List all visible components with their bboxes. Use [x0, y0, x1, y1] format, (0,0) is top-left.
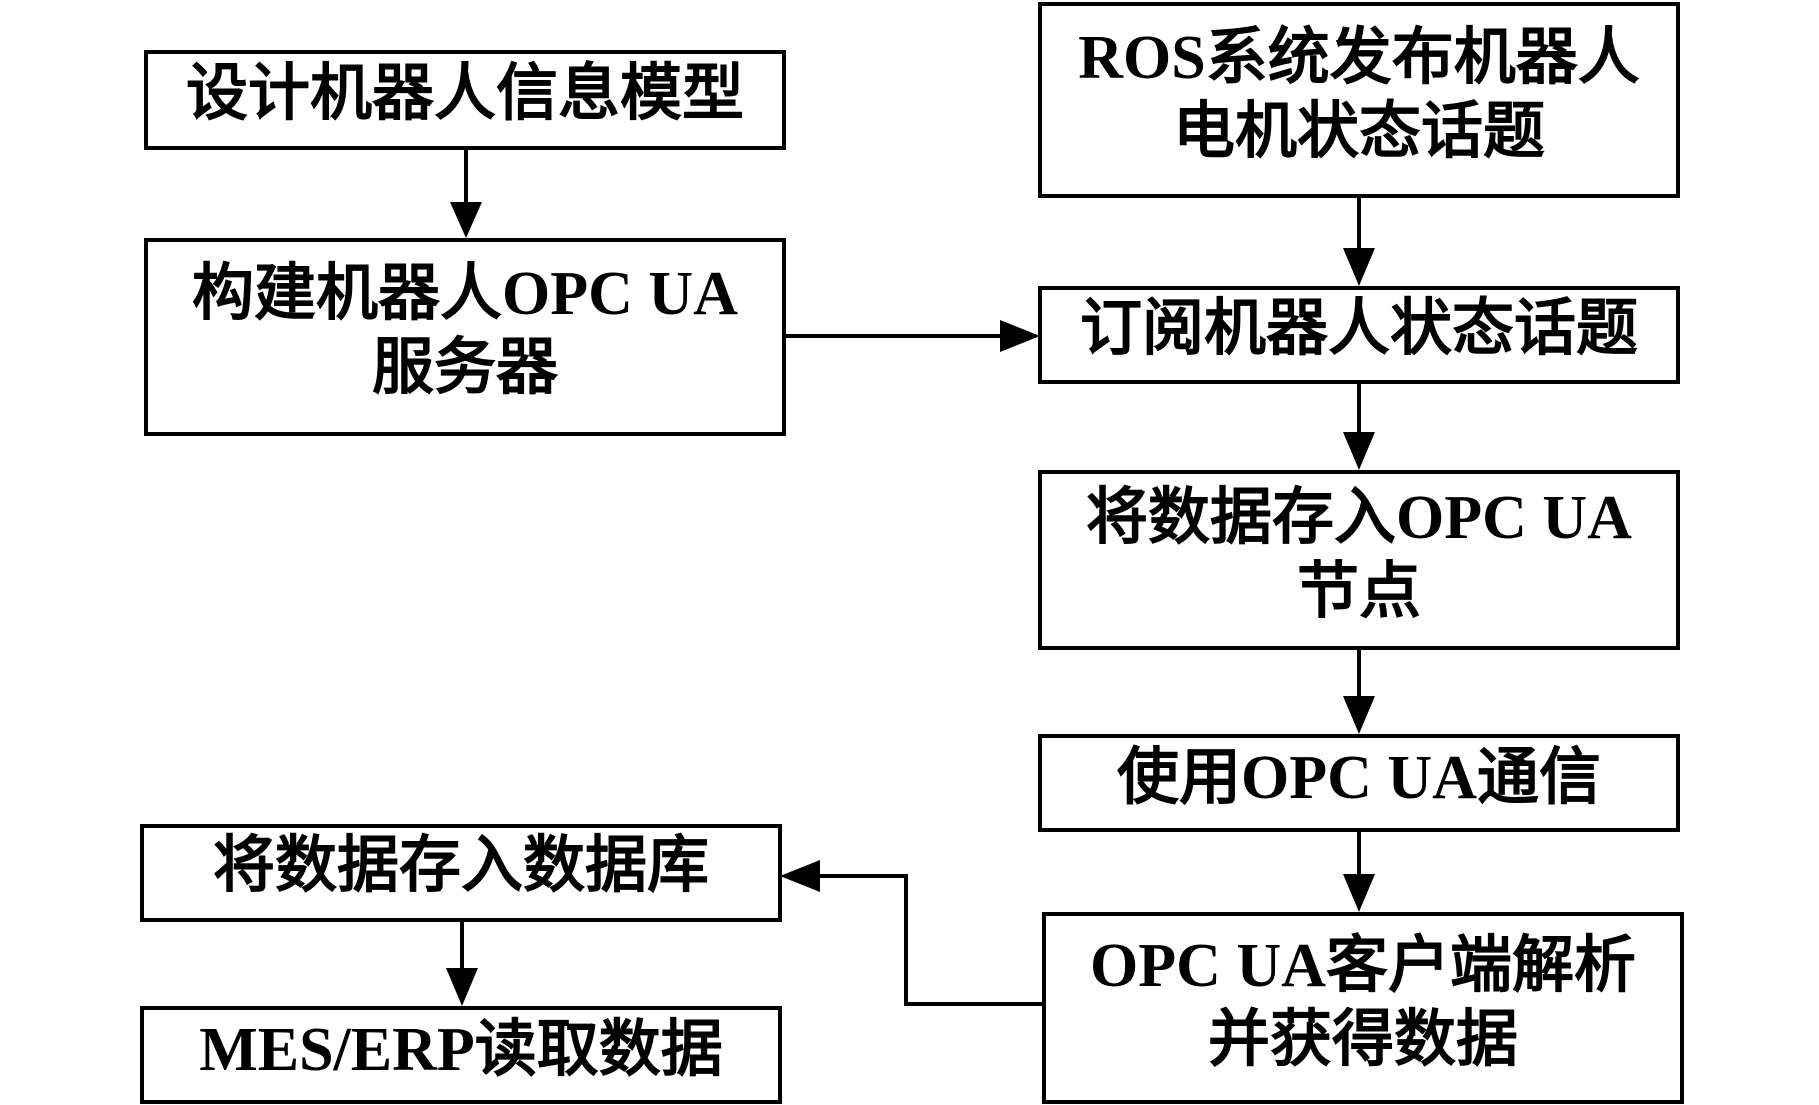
node-build-server: 构建机器人OPC UA 服务器 — [144, 238, 786, 436]
arrowhead-subscribe-top — [1343, 248, 1375, 286]
node-label-line: 使用OPC UA通信 — [1117, 743, 1601, 812]
node-design-model: 设计机器人信息模型 — [144, 50, 786, 150]
node-box — [140, 824, 782, 922]
node-label-line: 电机状态话题 — [1173, 97, 1545, 166]
node-client-parse: OPC UA客户端解析 并获得数据 — [1042, 912, 1684, 1104]
node-subscribe: 订阅机器人状态话题 — [1038, 286, 1680, 384]
arrowhead-mes-read — [446, 968, 478, 1006]
node-label-line: 订阅机器人状态话题 — [1080, 294, 1638, 363]
node-box — [1038, 2, 1680, 198]
node-store-db: 将数据存入数据库 — [140, 824, 782, 922]
node-label-line: 构建机器人OPC UA — [192, 259, 738, 328]
node-label-line: MES/ERP读取数据 — [199, 1016, 723, 1084]
node-box — [1038, 470, 1680, 650]
node-label-line: 服务器 — [372, 334, 559, 402]
node-store-node: 将数据存入OPC UA 节点 — [1038, 470, 1680, 650]
node-box — [1038, 286, 1680, 384]
node-box — [1038, 734, 1680, 832]
node-label-line: 并获得数据 — [1208, 1005, 1518, 1074]
connectors — [446, 148, 1375, 1006]
node-box — [144, 238, 786, 436]
arrowhead-store-node — [1343, 432, 1375, 470]
node-label-line: ROS系统发布机器人 — [1078, 23, 1639, 92]
edge-client-parse-to-store-db — [814, 874, 1044, 1006]
node-ros-publish: ROS系统发布机器人 电机状态话题 — [1038, 2, 1680, 198]
arrowhead-opcua-comm — [1343, 696, 1375, 734]
node-label-line: 节点 — [1297, 558, 1421, 626]
node-box — [140, 1006, 782, 1104]
arrowhead-store-db — [780, 860, 820, 892]
node-label-line: 将数据存入数据库 — [213, 831, 709, 900]
node-label-line: 设计机器人信息模型 — [186, 59, 744, 128]
node-box — [144, 50, 786, 150]
node-label-line: OPC UA客户端解析 — [1090, 931, 1636, 1000]
node-mes-read: MES/ERP读取数据 — [140, 1006, 782, 1104]
node-label-line: 将数据存入OPC UA — [1086, 483, 1632, 552]
node-opcua-comm: 使用OPC UA通信 — [1038, 734, 1680, 832]
node-box — [1042, 912, 1684, 1104]
arrowhead-client-parse — [1343, 874, 1375, 912]
arrowhead-subscribe-left — [1000, 320, 1040, 352]
arrowhead-build-server — [450, 202, 482, 238]
